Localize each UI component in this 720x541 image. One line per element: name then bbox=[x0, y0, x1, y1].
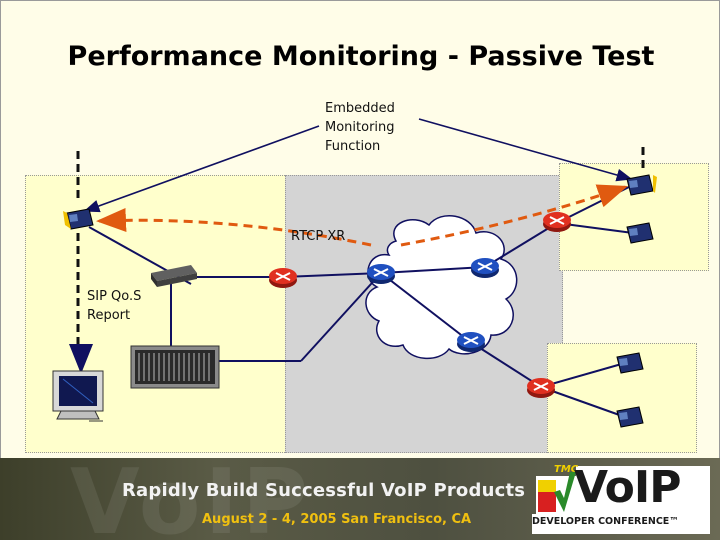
logo-tagline: DEVELOPER CONFERENCE™ bbox=[532, 516, 679, 527]
banner-event-info: August 2 - 4, 2005 San Francisco, CA bbox=[202, 512, 472, 527]
ip-phone-icon bbox=[616, 352, 644, 374]
switch-icon bbox=[151, 265, 197, 287]
router-icon bbox=[457, 332, 485, 352]
slide-title: Performance Monitoring - Passive Test bbox=[67, 41, 655, 72]
router-icon bbox=[543, 212, 571, 232]
router-icon bbox=[527, 378, 555, 398]
ip-phone-icon bbox=[63, 208, 94, 230]
logo-voip-text: VoIP bbox=[574, 462, 681, 513]
sip-qos-report-label: SIP Qo.S Report bbox=[87, 287, 141, 325]
sip-label-line2: Report bbox=[87, 308, 131, 323]
ip-phone-icon bbox=[626, 174, 657, 196]
embedded-label-line3: Function bbox=[325, 139, 381, 154]
voip-conference-logo: TMC VoIP DEVELOPER CONFERENCE™ bbox=[532, 462, 712, 536]
embedded-label-line2: Monitoring bbox=[325, 120, 395, 135]
media-gateway-icon bbox=[130, 345, 220, 389]
sip-label-line1: SIP Qo.S bbox=[87, 289, 142, 304]
ip-phone-icon bbox=[616, 406, 644, 428]
cloud-icon bbox=[365, 215, 518, 360]
banner-watermark: VoIP bbox=[70, 458, 313, 540]
embedded-label-line1: Embedded bbox=[325, 101, 395, 116]
embedded-monitoring-label: Embedded Monitoring Function bbox=[325, 99, 395, 156]
banner-headline: Rapidly Build Successful VoIP Products bbox=[122, 480, 526, 501]
logo-badge bbox=[532, 466, 710, 534]
rtcp-xr-label: RTCP XR bbox=[291, 229, 346, 244]
router-icon bbox=[471, 258, 499, 278]
router-icon bbox=[269, 268, 297, 288]
monitor-icon bbox=[52, 370, 104, 422]
router-icon bbox=[367, 264, 395, 284]
ip-phone-icon bbox=[626, 222, 654, 244]
logo-tmc: TMC bbox=[554, 464, 579, 475]
